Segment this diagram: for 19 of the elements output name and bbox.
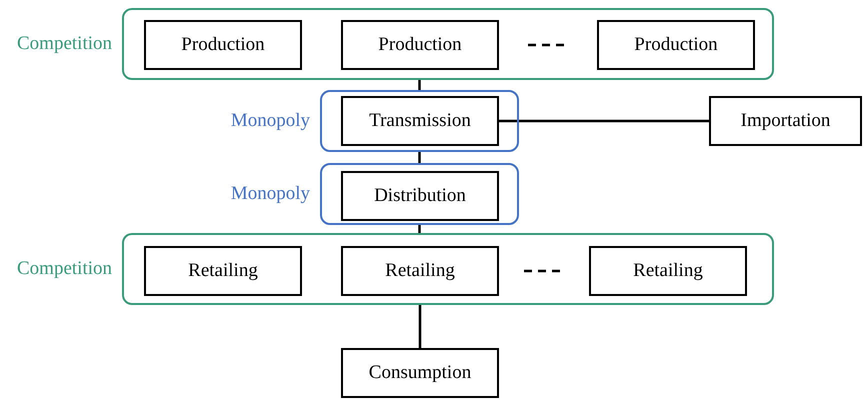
process-box: Production xyxy=(597,20,755,70)
group-title: Competition xyxy=(17,33,112,55)
process-box: Production xyxy=(341,20,499,70)
process-box: Production xyxy=(144,20,302,70)
process-box: Consumption xyxy=(341,348,499,398)
process-box: Retailing xyxy=(341,246,499,296)
group-title: Monopoly xyxy=(230,110,310,132)
connector-line xyxy=(418,80,421,90)
connector-line xyxy=(499,120,709,122)
group-title: Competition xyxy=(17,258,112,280)
process-box: Retailing xyxy=(589,246,747,296)
process-box: Importation xyxy=(709,96,862,146)
process-box: Retailing xyxy=(144,246,302,296)
connector-line xyxy=(418,305,422,348)
process-box: Distribution xyxy=(341,171,499,221)
connector-line xyxy=(418,152,421,163)
process-box: Transmission xyxy=(341,96,499,146)
connector-line xyxy=(418,225,421,233)
group-title: Monopoly xyxy=(230,183,310,205)
